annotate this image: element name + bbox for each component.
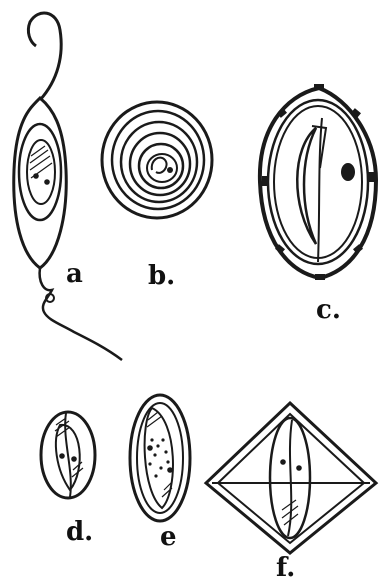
figure-e-hatching bbox=[147, 412, 172, 497]
figure-c-nucleus bbox=[341, 163, 355, 181]
figure-c-division-line bbox=[318, 118, 322, 262]
figure-label-f: f. bbox=[276, 553, 295, 581]
figure-a-hatching bbox=[30, 146, 52, 178]
figure-label-e: e bbox=[160, 522, 177, 552]
figure-label-d: d. bbox=[66, 517, 93, 547]
figure-e-protoplast bbox=[145, 408, 173, 508]
figure-a-nucleus-right bbox=[44, 179, 50, 185]
figure-b-core-loop bbox=[152, 158, 167, 173]
figure-f-illustration bbox=[206, 403, 376, 553]
figure-e-nucleus-right bbox=[167, 467, 173, 473]
figure-a-nucleus-left bbox=[33, 173, 39, 179]
figure-c-illustration bbox=[260, 84, 376, 280]
figure-a-illustration bbox=[14, 13, 122, 360]
figure-label-a: a bbox=[66, 259, 83, 289]
figure-f-nucleus-right bbox=[296, 465, 302, 471]
figure-e-stippling bbox=[148, 438, 169, 477]
figure-d-nucleus-left bbox=[59, 453, 65, 459]
figure-f-nucleus-left bbox=[280, 459, 286, 465]
figure-a-top-flagellum bbox=[28, 13, 61, 100]
figure-a-protoplast bbox=[27, 140, 55, 204]
figure-e-illustration bbox=[130, 395, 190, 521]
figure-b-illustration bbox=[102, 102, 212, 218]
figure-label-c: c. bbox=[316, 295, 341, 325]
figure-e-inner-wall bbox=[137, 403, 183, 513]
figure-b-nucleus bbox=[167, 167, 173, 173]
figure-d-illustration bbox=[41, 412, 95, 498]
figure-label-b: b. bbox=[148, 261, 175, 291]
figure-e-nucleus-left bbox=[147, 445, 153, 451]
figure-d-nucleus-right bbox=[71, 456, 77, 462]
figure-c-chloroplast bbox=[297, 128, 316, 244]
figure-b-ring-1 bbox=[102, 102, 212, 218]
